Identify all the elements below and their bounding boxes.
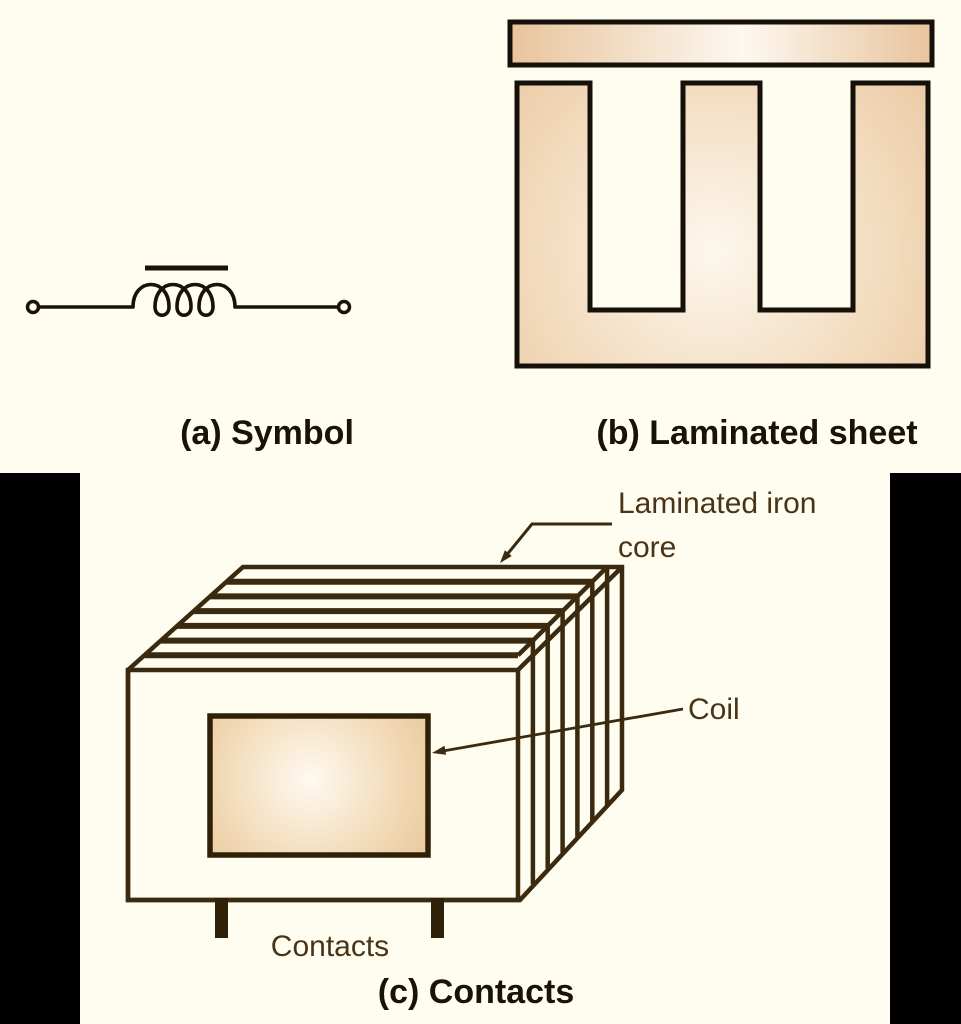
coil-winding-icon xyxy=(131,282,237,318)
caption-a: (a) Symbol xyxy=(180,414,354,452)
corner-bevels xyxy=(516,565,609,657)
inductor-symbol-icon xyxy=(25,265,352,318)
coil-leader-arrow xyxy=(432,707,684,755)
laminated-sheet-drawing xyxy=(507,19,935,369)
coil-face xyxy=(207,713,431,858)
coil-label: Coil xyxy=(688,693,740,726)
contact-pin-right xyxy=(431,898,444,938)
core-label-line1: Laminated iron xyxy=(618,487,816,520)
front-corner-diagonal xyxy=(516,565,624,672)
top-section-background xyxy=(0,0,961,474)
contact-pin-left xyxy=(215,898,228,938)
i-lamination-bar xyxy=(507,19,935,68)
side-lamination-edges xyxy=(530,567,610,885)
core-front-face xyxy=(125,667,521,903)
top-lamination-stripes xyxy=(144,578,593,659)
caption-b: (b) Laminated sheet xyxy=(596,414,917,452)
core-label-line2: core xyxy=(618,531,676,564)
e-lamination-sheet xyxy=(514,80,931,369)
terminal-right-icon xyxy=(336,299,352,315)
contacts-label: Contacts xyxy=(271,930,389,963)
core-leader-arrow xyxy=(500,522,612,563)
caption-c: (c) Contacts xyxy=(378,973,574,1011)
laminated-core-3d-drawing xyxy=(125,522,684,938)
terminal-left-icon xyxy=(25,299,41,315)
